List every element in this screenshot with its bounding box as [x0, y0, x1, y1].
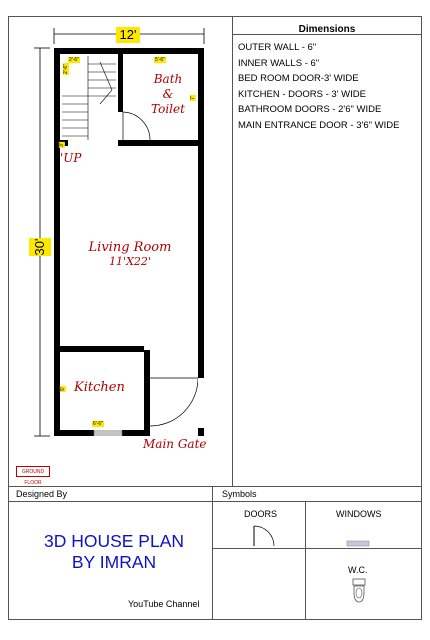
ground-floor-tag: GROUND FLOOR — [16, 466, 50, 486]
wc-symbol-label: W.C. — [348, 565, 368, 575]
main-gate-door-icon — [149, 377, 204, 436]
windows-symbol-label: WINDOWS — [336, 509, 382, 519]
stair-side-tag: 2'-6" — [62, 63, 69, 75]
designer-title-line: BY IMRAN — [71, 552, 157, 572]
dimension-item: KITCHEN - DOORS - 3' WIDE — [238, 88, 366, 100]
dimension-item: MAIN ENTRANCE DOOR - 3'6" WIDE — [238, 119, 400, 131]
bath-label-line: Bath — [153, 72, 183, 86]
staircase-icon — [62, 56, 116, 140]
designer-title-line: 3D HOUSE PLAN — [43, 531, 185, 551]
bath-label-line: & — [162, 87, 174, 101]
floor-plan — [34, 28, 205, 437]
sheet-frame — [8, 16, 422, 620]
dimensions-list: OUTER WALL - 6" INNER WALLS - 6" BED ROO… — [238, 40, 399, 133]
wc-symbol-icon — [352, 578, 366, 603]
living-room-label: Living Room 11'X22' — [76, 240, 184, 269]
designed-by-label: Designed By — [16, 489, 68, 499]
dimension-item: BATHROOM DOORS - 2'6" WIDE — [238, 104, 382, 115]
dimensions-title-line — [232, 34, 422, 35]
door-symbol-icon — [253, 525, 275, 547]
plan-panel-divider — [232, 16, 233, 486]
length-label: 30' — [29, 238, 51, 256]
dimension-item: INNER WALLS - 6" — [238, 57, 320, 69]
kitchen-label: Kitchen — [74, 380, 125, 395]
kitchen-width-tag: 6'-6" — [92, 421, 104, 427]
channel-label: YouTube Channel — [128, 599, 200, 609]
living-room-name: Living Room — [88, 240, 172, 255]
kitchen-side-tag: 5' — [59, 386, 66, 392]
width-label: 12' — [116, 27, 140, 43]
footer-divider — [212, 486, 213, 620]
kitchen-window — [93, 430, 123, 436]
up-label: 'UP — [60, 151, 82, 165]
window-symbol-icon — [346, 540, 370, 547]
outer-walls — [54, 48, 204, 436]
bath-label: Bath & Toilet — [140, 72, 196, 117]
designer-title: 3D HOUSE PLAN BY IMRAN — [14, 531, 214, 573]
landing-side-tag: 3' — [58, 142, 65, 148]
footer-top-line — [8, 486, 422, 487]
doors-symbol-label: DOORS — [244, 509, 278, 519]
dimension-item: OUTER WALL - 6" — [238, 42, 317, 53]
symbols-divider — [305, 501, 306, 620]
bath-width-tag: 5'-6" — [154, 57, 166, 63]
stair-width-tag: 2'-6" — [68, 57, 80, 63]
dimensions-title: Dimensions — [298, 24, 356, 35]
symbols-label: Symbols — [222, 489, 257, 499]
symbols-row-line — [212, 548, 422, 549]
footer-header-line — [8, 501, 422, 502]
right-wall-lower — [198, 428, 204, 436]
bath-door-icon — [122, 111, 151, 141]
bath-label-line: Toilet — [151, 102, 185, 116]
living-room-size: 11'X22' — [109, 255, 151, 268]
main-gate-label: Main Gate — [143, 437, 207, 451]
dimension-item: BED ROOM DOOR-3' WIDE — [238, 73, 359, 84]
